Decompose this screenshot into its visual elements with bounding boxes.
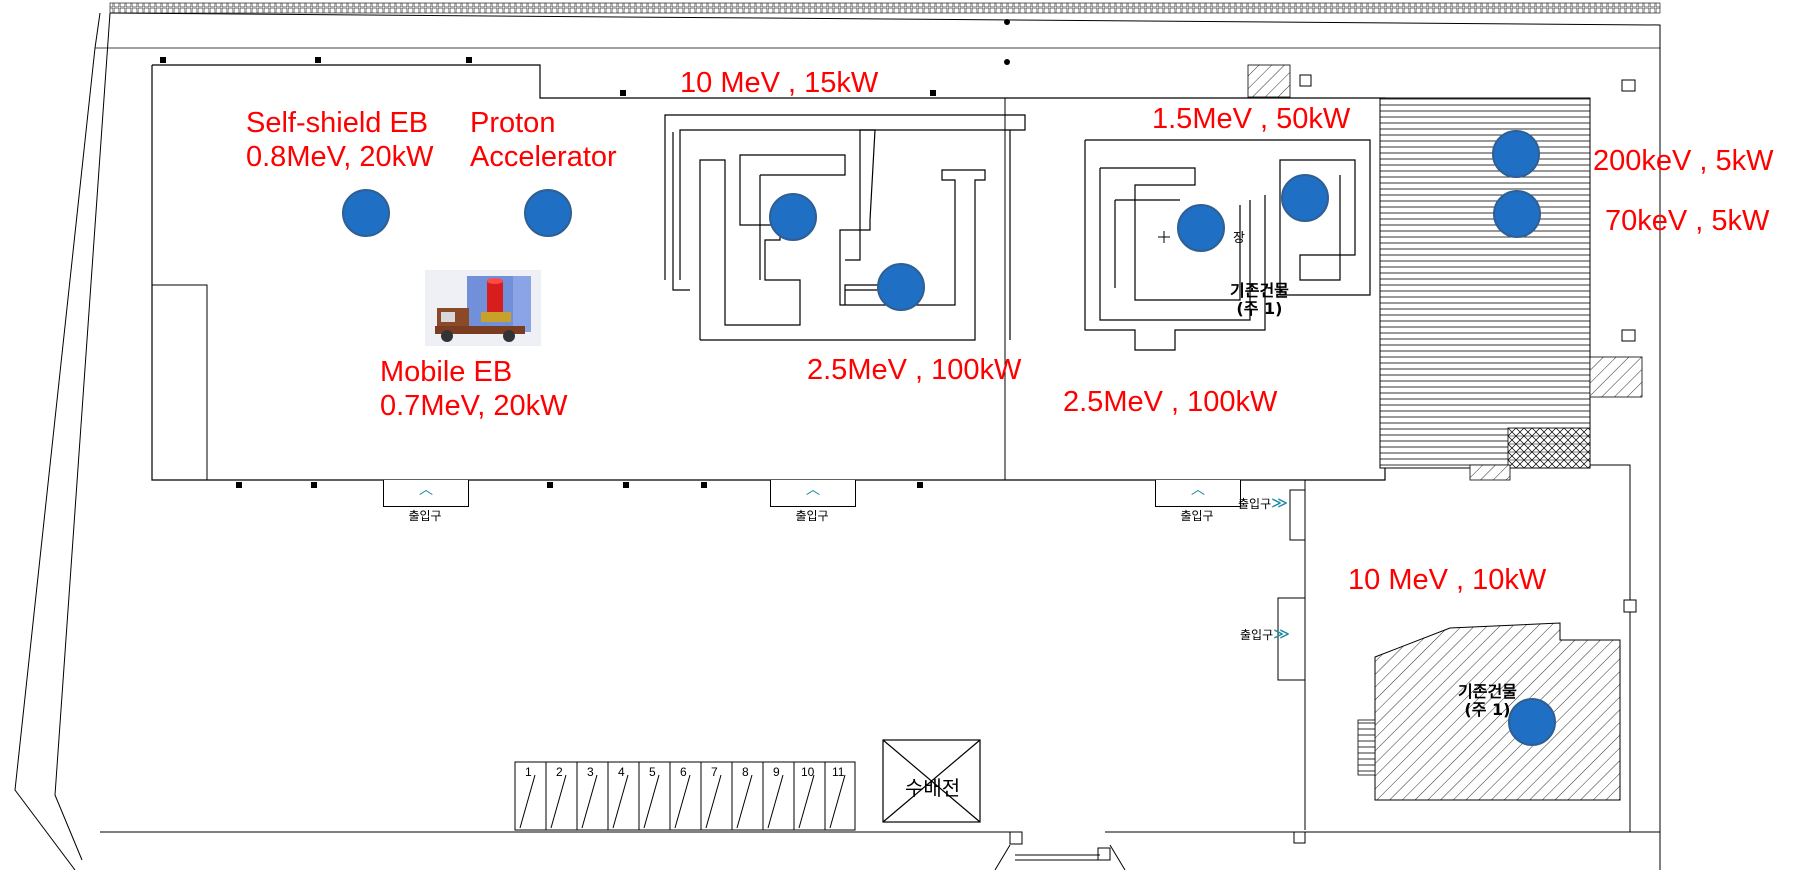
maze-shielding-2 bbox=[1084, 139, 1371, 351]
side-entrance-1[interactable]: 출입구≫ bbox=[1238, 493, 1288, 512]
top-fence bbox=[109, 2, 1661, 14]
marker-2-5mev-100kw-b[interactable] bbox=[1177, 204, 1225, 252]
parking-slot-number: 1 bbox=[525, 765, 532, 779]
label-10mev-10kw: 10 MeV , 10kW bbox=[1348, 564, 1547, 596]
parking-slot-number: 5 bbox=[649, 765, 656, 779]
entrance-arrow-icon: ︿ bbox=[1191, 481, 1205, 497]
marker-200kev-5kw[interactable] bbox=[1492, 130, 1540, 178]
entrance-label-3: 출입구 bbox=[1180, 509, 1214, 523]
label-70kev-5kw: 70keV , 5kW bbox=[1605, 205, 1770, 237]
parking-slot-number: 9 bbox=[773, 765, 780, 779]
column-markers bbox=[160, 19, 1010, 488]
site-boundary-left bbox=[54, 12, 111, 861]
entrance-3[interactable]: ︿ bbox=[1155, 480, 1241, 507]
jang-label: 장 bbox=[1233, 231, 1245, 246]
chevron-right-icon: ≫ bbox=[1273, 624, 1290, 643]
parking-slot-number: 3 bbox=[587, 765, 594, 779]
parking-slot-number: 7 bbox=[711, 765, 718, 779]
entrance-arrow-icon: ︿ bbox=[419, 481, 433, 497]
label-2-5mev-100kw-b: 2.5MeV , 100kW bbox=[1063, 386, 1278, 418]
entrance-2[interactable]: ︿ bbox=[770, 480, 856, 507]
parking-slot-number: 4 bbox=[618, 765, 625, 779]
mobile-eb-truck-image bbox=[425, 270, 541, 346]
marker-2-5mev-100kw-a[interactable] bbox=[877, 263, 925, 311]
label-2-5mev-100kw-a: 2.5MeV , 100kW bbox=[807, 354, 1022, 386]
maze-shielding-1 bbox=[664, 114, 1026, 341]
existing-building-label-2: 기존건물(주 1) bbox=[1458, 682, 1517, 719]
entrance-label-1: 출입구 bbox=[408, 509, 442, 523]
parking-slot-number: 10 bbox=[801, 765, 815, 779]
chevron-right-icon: ≫ bbox=[1271, 493, 1288, 512]
substation-label: 수배전 bbox=[905, 776, 961, 800]
side-entrance-label: 출입구 bbox=[1240, 628, 1274, 642]
marker-1-5mev-50kw[interactable] bbox=[1281, 174, 1329, 222]
parking-slot-number: 8 bbox=[742, 765, 749, 779]
label-10mev-15kw: 10 MeV , 15kW bbox=[680, 67, 879, 99]
label-1-5mev-50kw: 1.5MeV , 50kW bbox=[1152, 103, 1351, 135]
parking-slot-number: 6 bbox=[680, 765, 687, 779]
parking-slot-number: 2 bbox=[556, 765, 563, 779]
marker-70kev-5kw[interactable] bbox=[1493, 190, 1541, 238]
entrance-arrow-icon: ︿ bbox=[806, 481, 820, 497]
side-entrance-2[interactable]: 출입구≫ bbox=[1240, 624, 1290, 643]
entrance-label-2: 출입구 bbox=[795, 509, 829, 523]
existing-building-2 bbox=[1374, 622, 1621, 801]
side-entrance-label: 출입구 bbox=[1238, 497, 1272, 511]
label-200kev-5kw: 200keV , 5kW bbox=[1593, 145, 1774, 177]
marker-proton-accelerator[interactable] bbox=[524, 189, 572, 237]
parking-slot-number: 11 bbox=[832, 765, 845, 779]
marker-10mev-10kw[interactable] bbox=[1508, 698, 1556, 746]
marker-10mev-15kw[interactable] bbox=[769, 193, 817, 241]
marker-self-shield-eb[interactable] bbox=[342, 189, 390, 237]
existing-building-hatched bbox=[1379, 97, 1591, 469]
substation-box bbox=[882, 739, 981, 823]
entrance-1[interactable]: ︿ bbox=[383, 480, 469, 507]
existing-building-label-1: 기존건물(주 1) bbox=[1230, 281, 1289, 318]
parking-area bbox=[514, 761, 856, 831]
